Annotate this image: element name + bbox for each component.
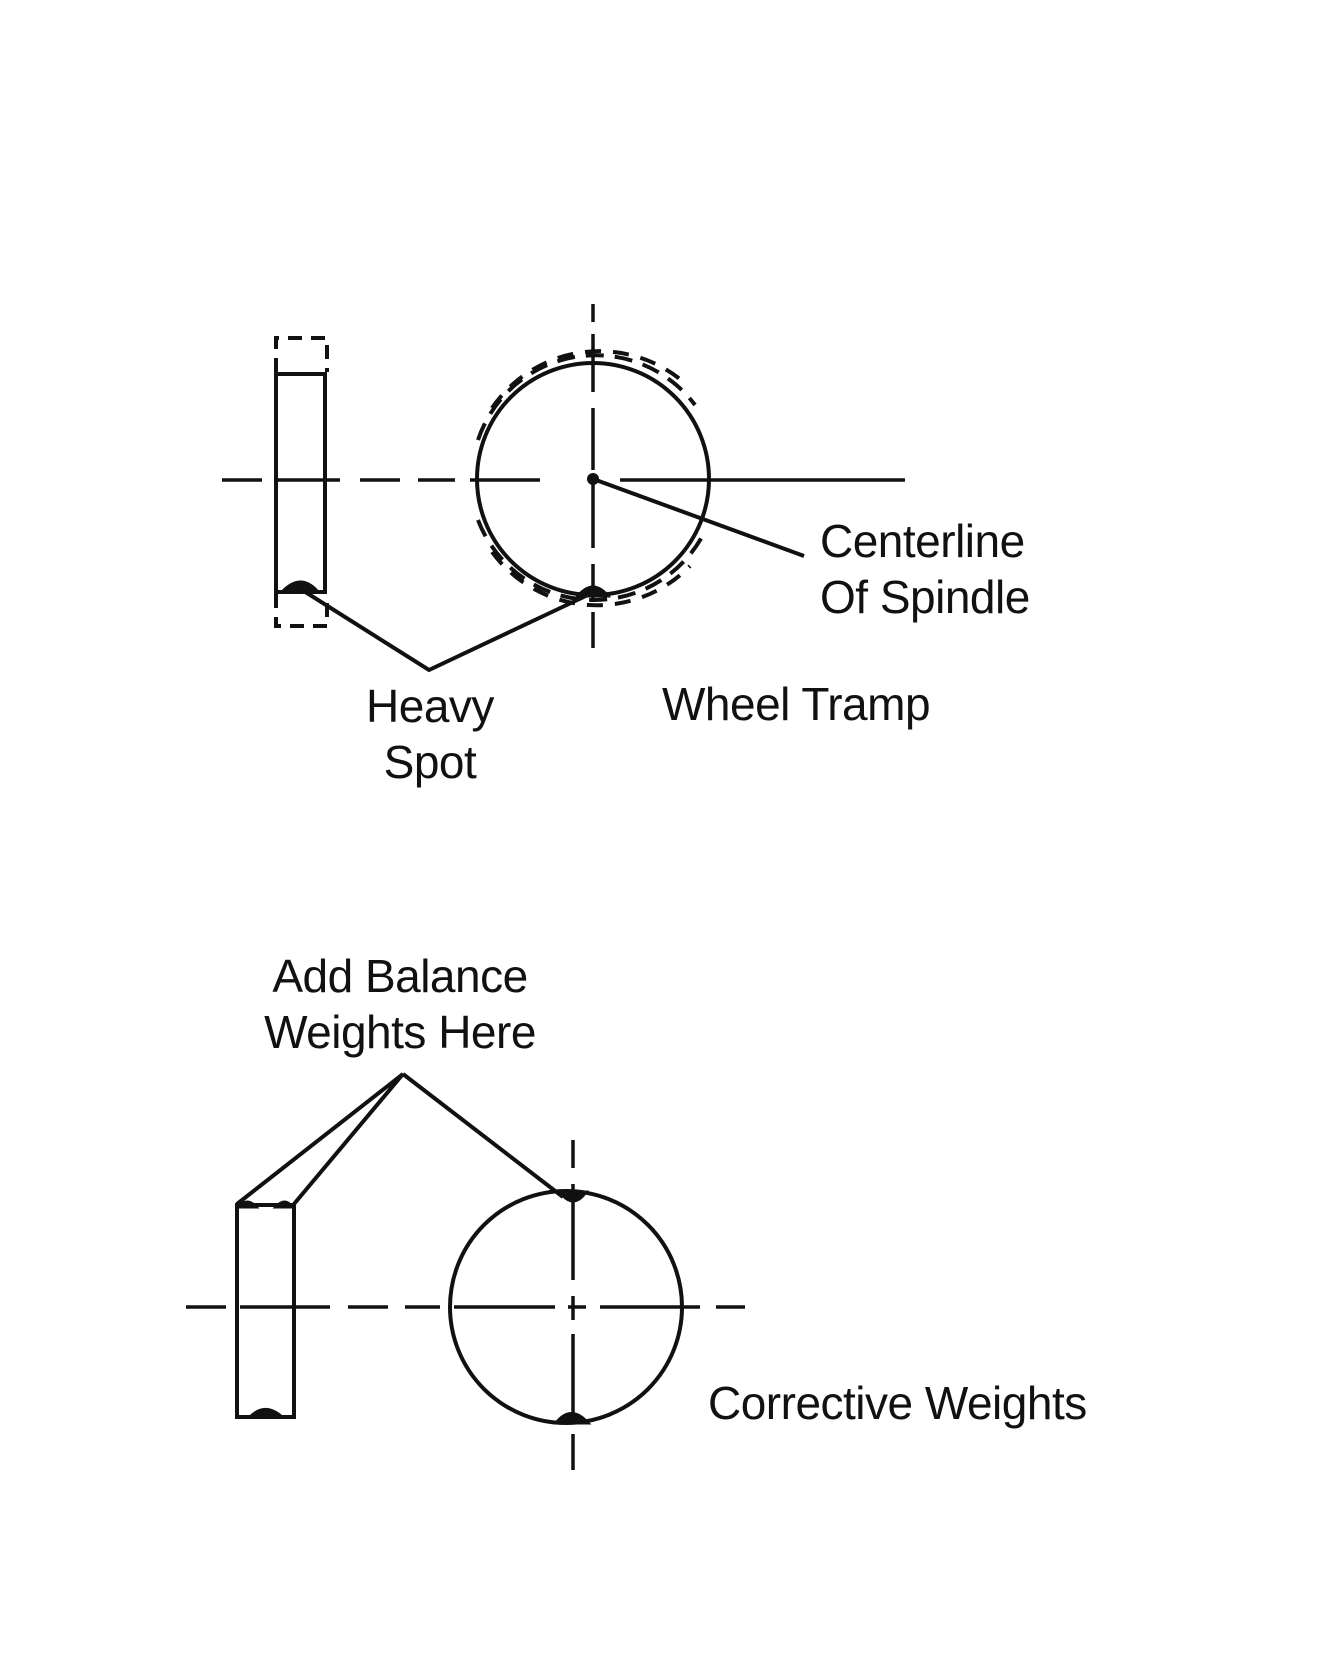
heavy-spot-label: Heavy Spot	[330, 678, 530, 790]
corrective-wheel-weight-bottom	[552, 1412, 592, 1425]
tramp-dashed-lower-arc-outer	[490, 550, 692, 608]
add-balance-weights-label: Add Balance Weights Here	[230, 948, 570, 1060]
corrective-side-weight-bottom	[246, 1408, 286, 1419]
tramp-tire-side-view	[274, 372, 327, 594]
heavy-spot-label-line1: Heavy	[366, 680, 494, 732]
corrective-side-weight-top-left	[235, 1200, 260, 1209]
heavy-spot-leader-lines	[297, 586, 591, 673]
wheel-tramp-figure	[222, 304, 905, 673]
tramp-dashed-lower-arc	[476, 519, 705, 602]
tramp-dashed-upper-arc-outer	[490, 349, 690, 410]
wheel-tramp-title: Wheel Tramp	[662, 678, 931, 730]
centerline-leader-line	[595, 478, 805, 558]
add-balance-label-line1: Add Balance	[272, 950, 528, 1002]
corrective-side-weight-top-right	[272, 1200, 295, 1209]
heavy-spot-label-line2: Spot	[383, 736, 477, 788]
corrective-weights-figure	[186, 1072, 745, 1470]
tramp-wheel-heavy-spot	[574, 585, 612, 598]
centerline-label-line2: Of Spindle	[820, 571, 1030, 623]
corrective-weights-title: Corrective Weights	[708, 1377, 1087, 1429]
centerline-label: Centerline Of Spindle	[820, 513, 1030, 625]
tramp-tire-dashed-top	[274, 336, 329, 372]
corrective-tire-side-view	[235, 1203, 296, 1419]
tramp-tire-dashed-bottom	[274, 594, 329, 628]
corrective-wheel-weight-top	[557, 1190, 589, 1203]
centerline-label-line1: Centerline	[820, 515, 1025, 567]
balance-weights-leader-lines	[235, 1072, 565, 1206]
add-balance-label-line2: Weights Here	[264, 1006, 536, 1058]
